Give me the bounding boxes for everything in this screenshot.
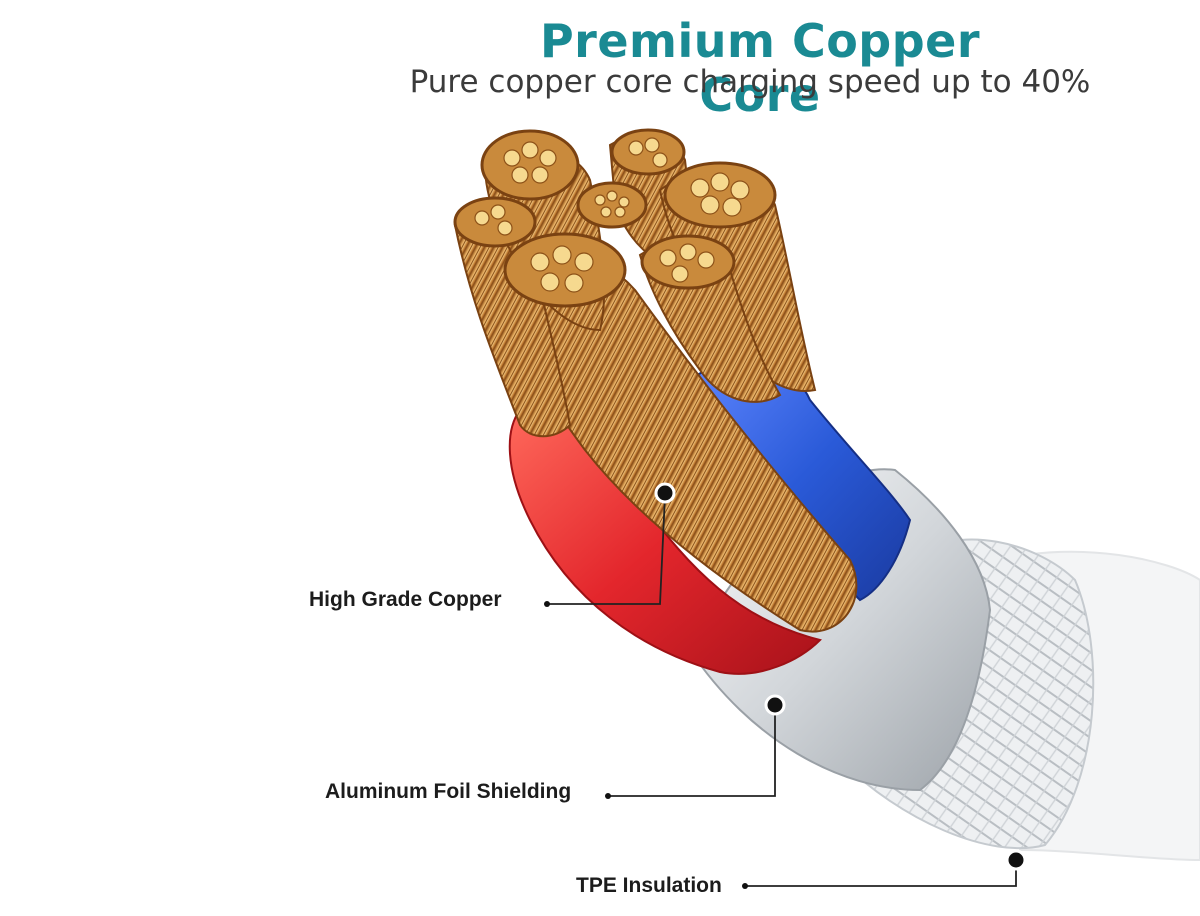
callout-start-dots (544, 601, 748, 889)
headline: Premium Copper Core (539, 14, 981, 122)
label-aluminum-foil-shielding: Aluminum Foil Shielding (325, 780, 572, 803)
label-high-grade-copper: High Grade Copper (309, 588, 502, 611)
strand-end-faces (453, 128, 777, 308)
callout-markers (654, 482, 1027, 871)
label-tpe-insulation: TPE Insulation (576, 874, 722, 897)
copper-strand-bundle-main (503, 251, 858, 633)
subheadline: Pure copper core charging speed up to 40… (409, 64, 1091, 100)
